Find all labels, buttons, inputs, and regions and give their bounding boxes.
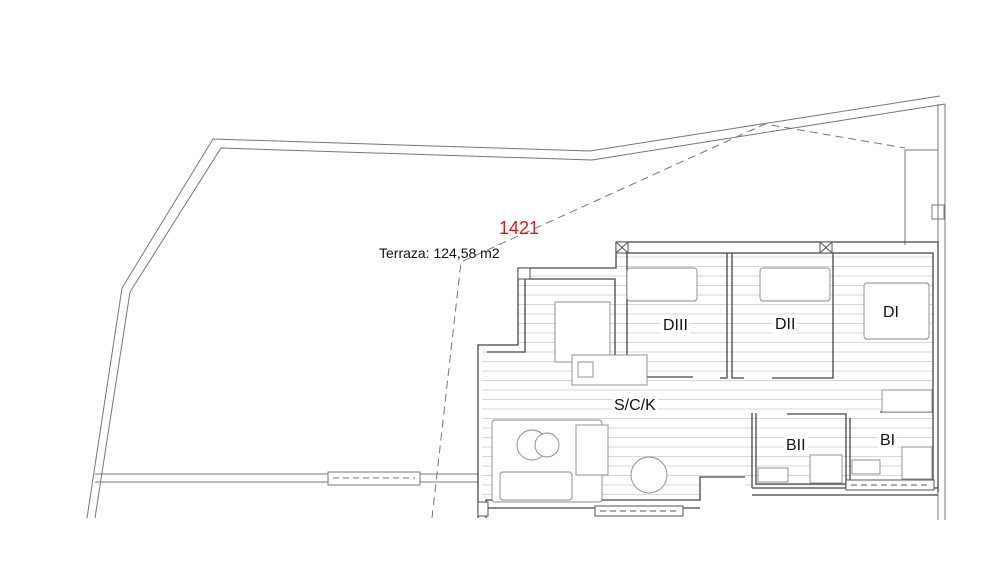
walls bbox=[477, 241, 939, 518]
room-label-sck: S/C/K bbox=[612, 397, 658, 415]
room-label-dii: DII bbox=[773, 316, 798, 334]
room-label-di: DI bbox=[881, 304, 901, 322]
terrace-area-label: Terraza: 124,58 m2 bbox=[379, 245, 500, 261]
windows bbox=[477, 241, 935, 517]
terrace-outline bbox=[86, 95, 946, 520]
room-label-bii: BII bbox=[784, 437, 808, 455]
furniture bbox=[491, 267, 933, 503]
unit-number: 1421 bbox=[499, 218, 540, 238]
room-label-bi: BI bbox=[878, 432, 898, 450]
room-label-diii: DIII bbox=[661, 317, 690, 335]
